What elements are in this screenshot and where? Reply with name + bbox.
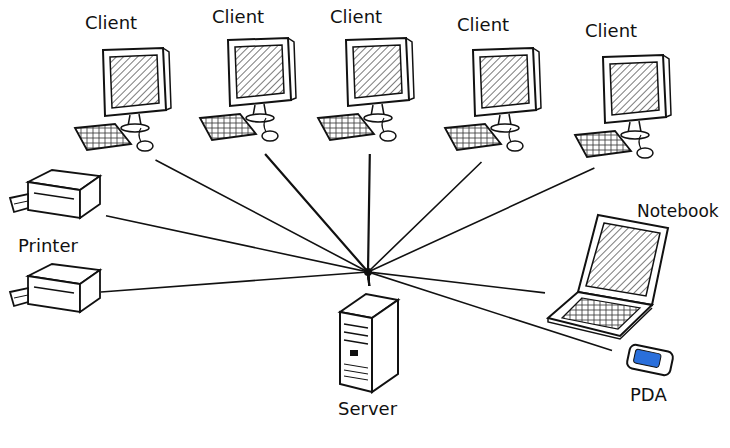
device-node: Client xyxy=(65,10,177,160)
device-label: Client xyxy=(212,6,264,28)
device-label: Client xyxy=(85,12,137,34)
device-label: PDA xyxy=(630,384,667,406)
network-link xyxy=(368,154,370,286)
device-label: Client xyxy=(585,20,637,42)
device-node: Server xyxy=(330,286,420,423)
device-node: Client xyxy=(190,4,302,154)
device-label: Server xyxy=(338,398,397,420)
network-link xyxy=(368,272,612,351)
network-link xyxy=(368,272,545,293)
device-label: Notebook xyxy=(637,200,719,222)
device-node: Notebook xyxy=(545,200,726,340)
device-node: PDA xyxy=(612,342,687,408)
network-link xyxy=(156,160,370,286)
device-label: Client xyxy=(457,14,509,36)
network-link xyxy=(106,216,369,286)
network-link xyxy=(368,162,482,286)
device-node: Printer xyxy=(6,165,106,260)
printer-wire xyxy=(101,272,368,292)
device-node: Client xyxy=(565,18,677,168)
device-label: Client xyxy=(330,6,382,28)
network-link xyxy=(368,168,594,286)
device-node: Client xyxy=(308,4,420,154)
network-link xyxy=(265,154,369,286)
device-label: Printer xyxy=(18,235,78,257)
device-node: Client xyxy=(435,12,547,162)
